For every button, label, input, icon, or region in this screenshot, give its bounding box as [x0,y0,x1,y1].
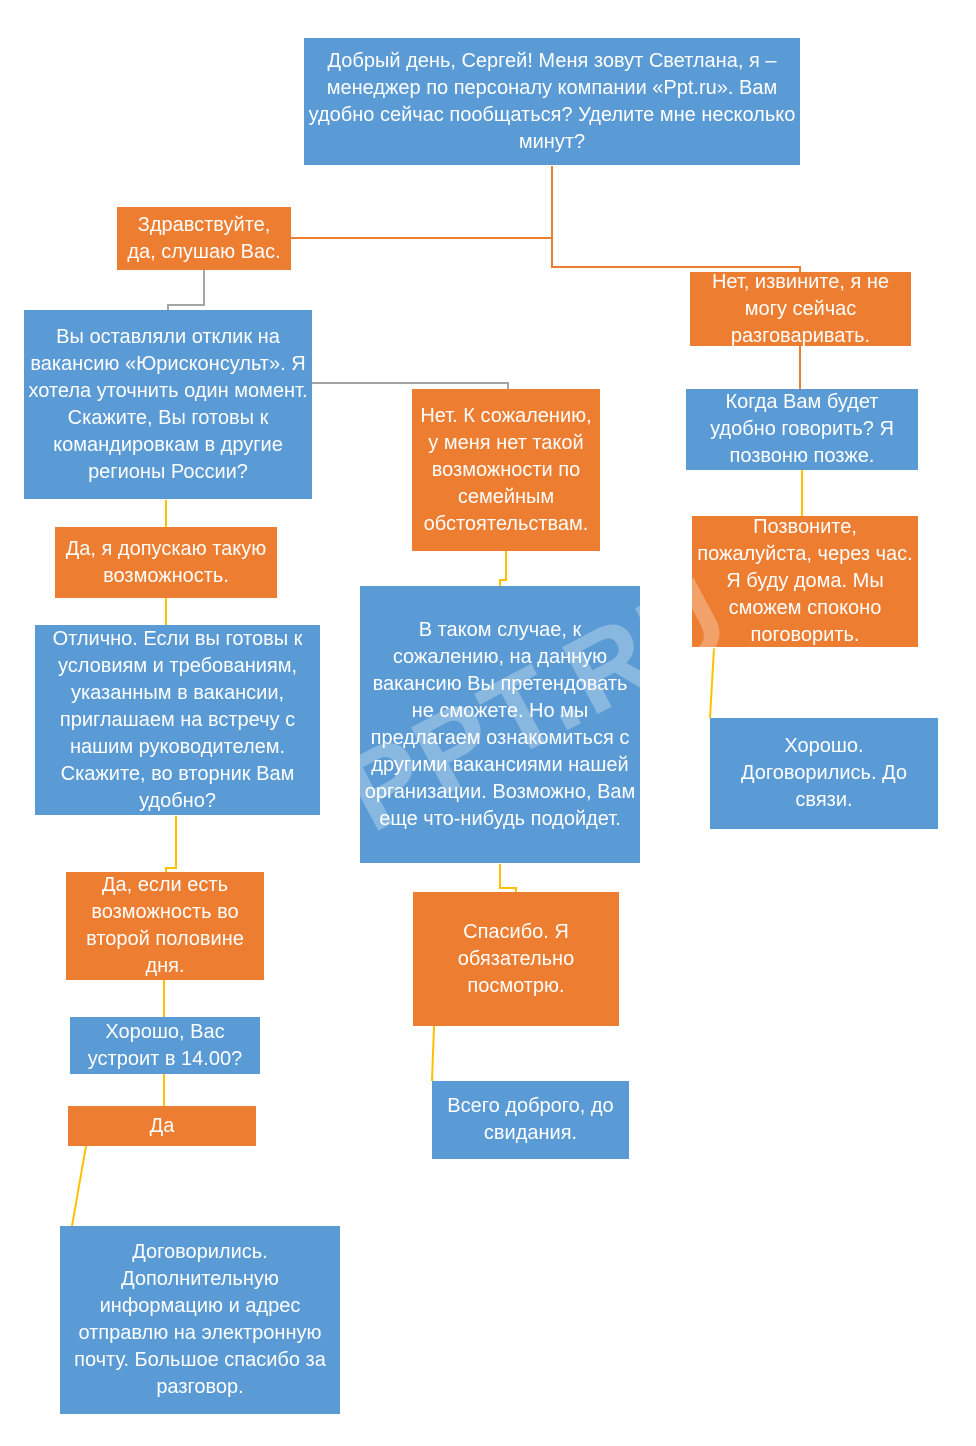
connector-vacancies-thanks [499,864,517,892]
connector-yes-final [71,1145,87,1227]
connector-greeting-no [551,238,801,272]
node-other-vacancies: В таком случае, к сожалению, на данную в… [360,586,640,863]
connector-invite-afternoon [165,816,177,872]
connector-thanks-goodbye [431,1025,435,1082]
connector-nofamily-vacancies [499,551,507,586]
connector-question-nofamily [312,382,509,389]
node-question-travel: Вы оставляли отклик на вакансию «Юрискон… [24,310,312,499]
node-invite-meeting: Отлично. Если вы готовы к условиям и тре… [35,625,320,815]
node-yes: Да [68,1106,256,1146]
node-ok-agreed: Хорошо. Договорились. До связи. [710,718,938,829]
node-no-family: Нет. К сожалению, у меня нет такой возмо… [412,389,600,551]
connector-greeting-yes [290,166,553,239]
node-when-call: Когда Вам будет удобно говорить? Я позво… [686,389,918,470]
node-greeting: Добрый день, Сергей! Меня зовут Светлана… [304,38,800,165]
connector-callhour-agreed [709,647,715,719]
node-thanks-look: Спасибо. Я обязательно посмотрю. [413,892,619,1026]
node-goodbye: Всего доброго, до свидания. [432,1081,629,1159]
node-ok-1400: Хорошо, Вас устроит в 14.00? [70,1017,260,1074]
connector-yes-question [167,270,205,310]
node-yes-allow: Да, я допускаю такую возможность. [55,527,277,598]
node-no-talk: Нет, извините, я не могу сейчас разговар… [690,271,911,347]
node-yes-listen: Здравствуйте, да, слушаю Вас. [117,207,291,270]
node-yes-afternoon: Да, если есть возможность во второй поло… [66,872,264,980]
node-final: Договорились. Дополнительную информацию … [60,1226,340,1414]
node-call-in-hour: Позвоните, пожалуйста, через час. Я буду… [692,516,918,647]
